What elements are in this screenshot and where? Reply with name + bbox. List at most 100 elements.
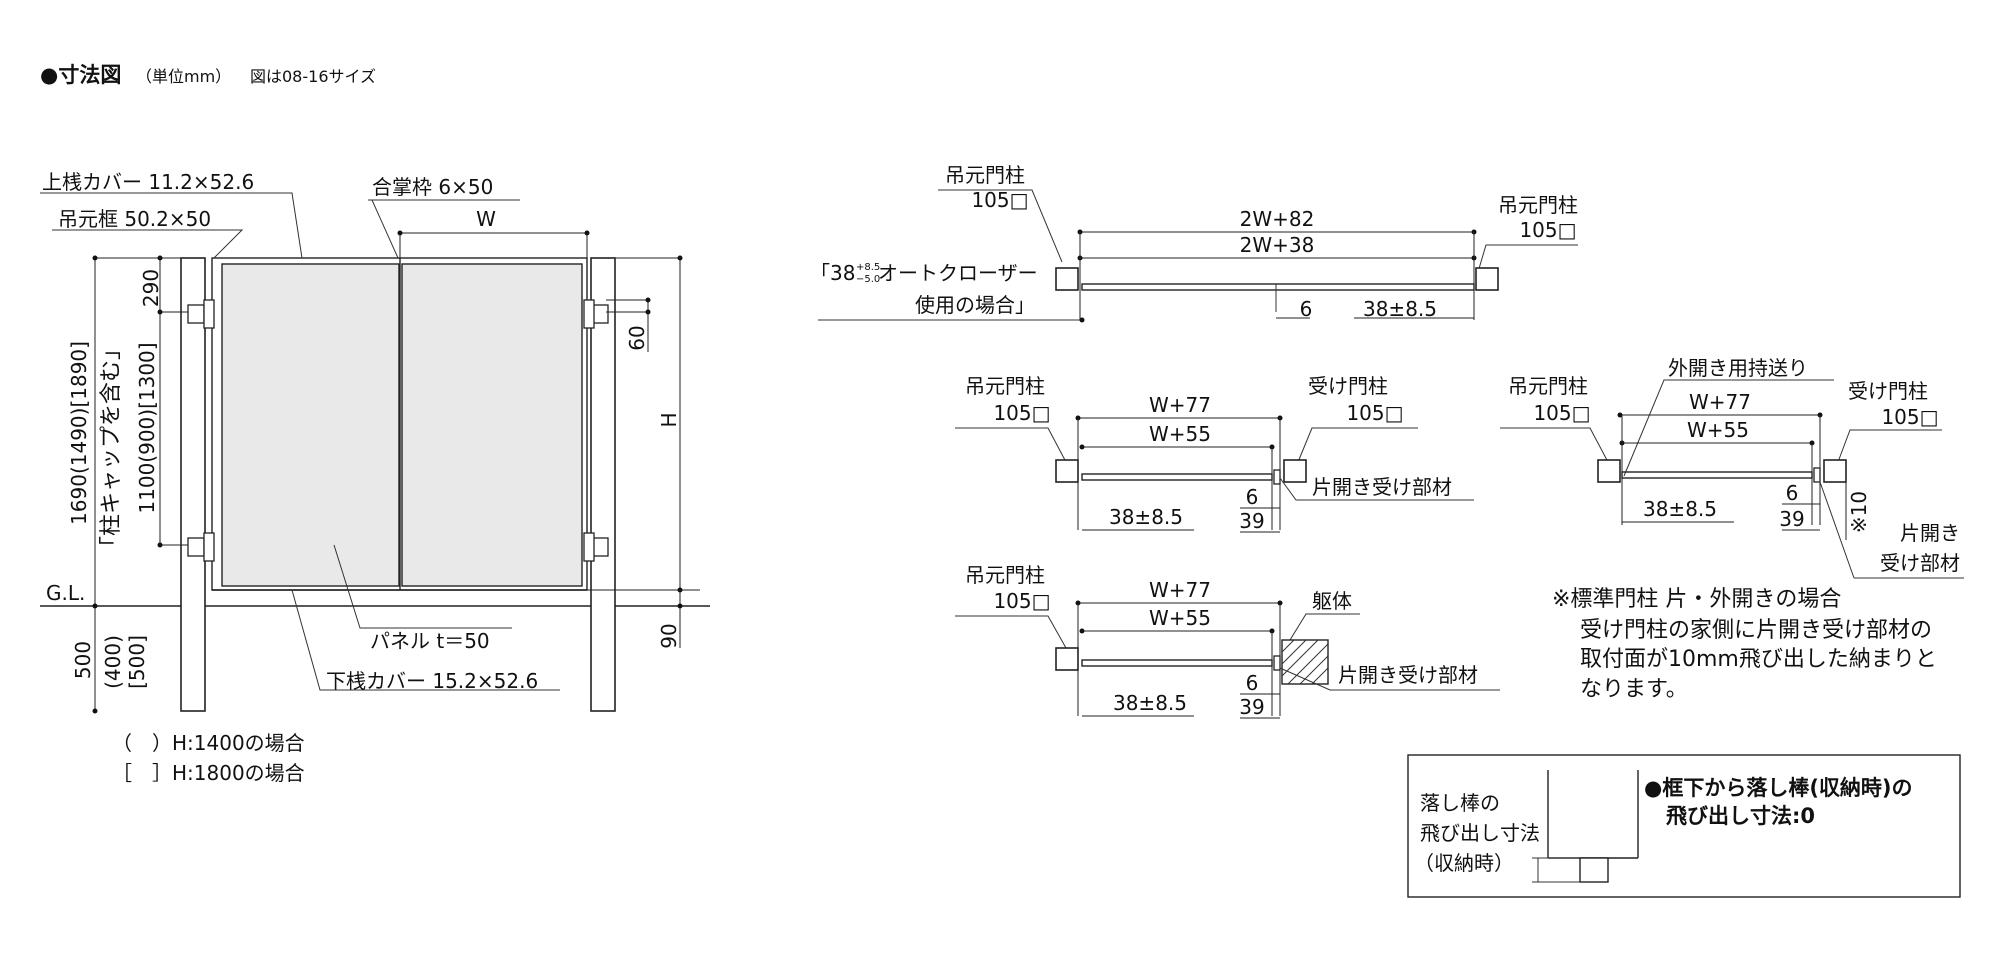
receive-post-size: 105□ [1346, 401, 1403, 425]
panel-label: パネル t＝50 [370, 629, 490, 653]
dropbar-desc-2: 飛び出し寸法:0 [1666, 804, 1815, 828]
outer-dim: W+77 [1149, 393, 1211, 417]
dim-6: 6 [1246, 485, 1259, 509]
inner-dim: W+55 [1687, 418, 1749, 442]
clearance: 38±8.5 [1643, 497, 1717, 521]
plan-wall: 吊元門柱 105□ 躯体 W+77 W+55 38±8.5 6 [955, 563, 1500, 719]
bottom-rail-cover-label: 下桟カバー 15.2×52.6 [326, 669, 538, 693]
meeting-frame-label: 合掌枠 6×50 [372, 175, 493, 199]
dim-60: 60 [625, 325, 649, 350]
dropbar-label-2: 飛び出し寸法 [1420, 821, 1540, 845]
leader-hinge-frame [52, 229, 244, 259]
cap-note: 「柱キャップを含む」 [99, 338, 124, 558]
plan-single-outswing: 吊元門柱 105□ 外開き用持送り 受け門柱 105□ W+77 W+55 38… [1500, 356, 1964, 579]
post-icon [1055, 647, 1079, 671]
receiver-part-label: 片開き受け部材 [1338, 663, 1478, 687]
right-post-size: 105□ [1519, 218, 1576, 242]
leader-top-rail [40, 192, 303, 259]
notes-block: ※標準門柱 片・外開きの場合 受け門柱の家側に片開き受け部材の 取付面が10mm… [1552, 587, 1937, 702]
leader-bottom-rail [291, 589, 560, 691]
clearance: 38±8.5 [1113, 691, 1187, 715]
closer-note-main: オートクローザー [878, 261, 1038, 285]
post-icon [1823, 459, 1847, 483]
right-panel [401, 263, 583, 587]
closer-note-prefix: 「38 [810, 261, 855, 285]
unit-note: （単位mm） [136, 67, 231, 86]
closer-tol-plus: +8.5 [856, 262, 880, 273]
post-icon [1597, 459, 1621, 483]
dim-39: 39 [1239, 695, 1264, 719]
receive-post-label: 受け門柱 [1308, 374, 1388, 398]
right-post-label: 吊元門柱 [1498, 193, 1578, 217]
left-post [180, 257, 206, 712]
left-post-size: 105□ [971, 188, 1028, 212]
note-line-4: なります。 [1580, 677, 1688, 702]
embed-alt-1: (400) [101, 635, 125, 689]
hinge-post-size: 105□ [1533, 401, 1590, 425]
hinge-post-label: 吊元門柱 [965, 563, 1045, 587]
height-label: H [657, 412, 681, 427]
dim-6: 6 [1786, 481, 1799, 505]
leader-meeting-frame [371, 199, 399, 259]
dim-90: 90 [657, 623, 681, 648]
closer-tol-minus: −5.0 [856, 274, 880, 285]
outswing-label: 外開き用持送り [1668, 356, 1808, 380]
plan-single-standard: 吊元門柱 105□ 受け門柱 105□ W+77 W+55 38±8.5 6 3… [955, 374, 1474, 533]
hinge-icon [187, 537, 205, 557]
post-icon [1283, 459, 1307, 483]
post-icon [1055, 459, 1079, 483]
hinge-post-size: 105□ [993, 401, 1050, 425]
dim-290: 290 [139, 269, 163, 307]
gate-leaf [1081, 283, 1475, 291]
closer-note-line2: 使用の場合」 [915, 293, 1035, 317]
wall-label: 躯体 [1312, 589, 1352, 613]
dim-39: 39 [1779, 507, 1804, 531]
hinge-post-size: 105□ [993, 589, 1050, 613]
gap-6: 6 [1300, 297, 1313, 321]
gate-elevation: G.L. 上桟カバー 11.2×52.6 吊元框 50.2×50 合掌枠 6×5… [40, 170, 710, 785]
hinge-post-label: 吊元門柱 [965, 374, 1045, 398]
inner-dim: W+55 [1149, 606, 1211, 630]
outer-dim: W+77 [1689, 390, 1751, 414]
clearance: 38±8.5 [1109, 505, 1183, 529]
left-post-label: 吊元門柱 [945, 163, 1025, 187]
outer-dim: 2W+82 [1240, 207, 1315, 231]
note-line-3: 取付面が10mm飛び出した納まりと [1580, 647, 1937, 672]
gate-leaf [1081, 473, 1273, 481]
right-post [590, 257, 616, 712]
post-icon [1055, 267, 1079, 291]
receiver-part-label: 片開き受け部材 [1312, 475, 1452, 499]
hinge-icon [187, 304, 205, 324]
legend-bracket: ［ ］H:1800の場合 [112, 761, 305, 785]
note-line-1: ※標準門柱 片・外開きの場合 [1552, 587, 1841, 612]
inner-dim: 2W+38 [1240, 233, 1315, 257]
drawing-title: ●寸法図 [40, 63, 121, 87]
outer-dim: W+77 [1149, 578, 1211, 602]
receive-post-size: 105□ [1881, 405, 1938, 429]
legend-paren: （ ）H:1400の場合 [112, 731, 305, 755]
leader-panel [333, 544, 512, 629]
gate-leaf [1081, 659, 1273, 667]
note-10: ※10 [1847, 491, 1871, 533]
dropbar-icon [1579, 857, 1609, 883]
hinge-icon [203, 299, 215, 329]
hinge-post-label: 吊元門柱 [1508, 374, 1588, 398]
post-height-label: 1690(1490)[1890] [67, 341, 91, 525]
width-label: W [476, 207, 496, 231]
hinge-span-label: 1100(900)[1300] [135, 342, 159, 513]
wall-hatch [1281, 639, 1329, 685]
embed-depth-label: 500 [71, 641, 95, 679]
gate-leaf [1621, 471, 1813, 479]
dim-39: 39 [1239, 509, 1264, 533]
receive-post-label: 受け門柱 [1848, 379, 1928, 403]
receiver-part-label-1: 片開き [1900, 521, 1960, 545]
hinge-icon [203, 532, 215, 562]
note-line-2: 受け門柱の家側に片開き受け部材の [1580, 618, 1932, 643]
dropbar-frame [1407, 754, 1961, 898]
dropbar-box: 落し棒の 飛び出し寸法 （収納時） ●框下から落し棒(収納時)の 飛び出し寸法:… [1407, 754, 1961, 898]
hinge-icon [583, 532, 595, 562]
post-icon [1475, 267, 1499, 291]
gl-label: G.L. [46, 581, 85, 605]
top-rail-cover-label: 上桟カバー 11.2×52.6 [42, 170, 254, 194]
